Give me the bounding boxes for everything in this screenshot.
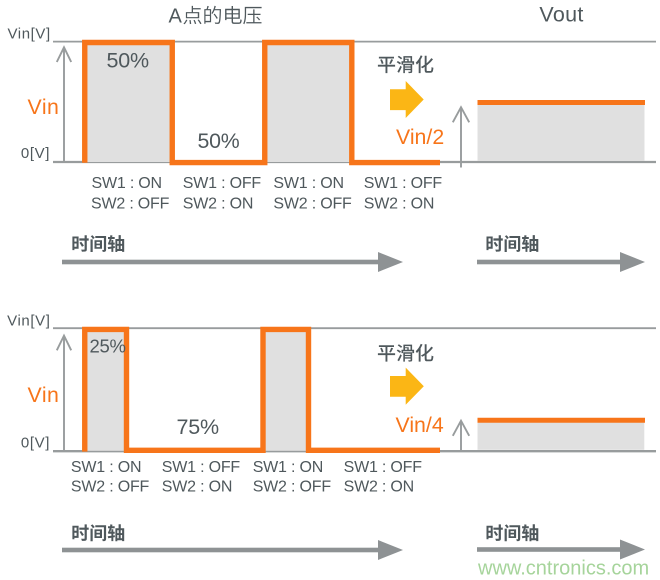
svg-text:Vin: Vin bbox=[28, 95, 60, 119]
svg-text:SW1 : ON: SW1 : ON bbox=[71, 459, 141, 476]
svg-text:SW1 : OFF: SW1 : OFF bbox=[183, 175, 262, 192]
svg-text:SW2 : ON: SW2 : ON bbox=[183, 195, 253, 212]
svg-text:SW1 : OFF: SW1 : OFF bbox=[162, 459, 241, 476]
svg-text:50%: 50% bbox=[198, 129, 240, 153]
svg-text:SW1 : OFF: SW1 : OFF bbox=[344, 459, 423, 476]
svg-text:www.cntronics.com: www.cntronics.com bbox=[477, 558, 649, 580]
svg-text:Vin[V]: Vin[V] bbox=[7, 26, 50, 43]
svg-text:Vin[V]: Vin[V] bbox=[7, 312, 50, 329]
svg-text:SW2 : OFF: SW2 : OFF bbox=[71, 478, 150, 495]
svg-text:SW2 : ON: SW2 : ON bbox=[344, 478, 414, 495]
svg-text:0[V]: 0[V] bbox=[21, 145, 50, 162]
svg-text:SW1 : ON: SW1 : ON bbox=[253, 459, 323, 476]
svg-text:SW2 : ON: SW2 : ON bbox=[162, 478, 232, 495]
svg-text:SW2 : OFF: SW2 : OFF bbox=[91, 195, 170, 212]
svg-text:25%: 25% bbox=[90, 335, 126, 356]
svg-text:SW1 : ON: SW1 : ON bbox=[273, 175, 343, 192]
svg-text:Vout: Vout bbox=[539, 3, 583, 27]
svg-text:SW2 : ON: SW2 : ON bbox=[364, 195, 434, 212]
svg-text:SW1 : ON: SW1 : ON bbox=[92, 175, 162, 192]
svg-text:50%: 50% bbox=[107, 49, 150, 73]
svg-text:A: A bbox=[169, 6, 183, 28]
svg-text:SW2 : OFF: SW2 : OFF bbox=[253, 478, 332, 495]
svg-text:Vin: Vin bbox=[28, 383, 60, 407]
svg-text:SW1 : OFF: SW1 : OFF bbox=[364, 175, 443, 192]
svg-text:Vin/4: Vin/4 bbox=[396, 413, 444, 437]
svg-text:75%: 75% bbox=[177, 415, 220, 439]
svg-text:SW2 : OFF: SW2 : OFF bbox=[273, 195, 352, 212]
svg-text:0[V]: 0[V] bbox=[21, 434, 50, 451]
svg-text:Vin/2: Vin/2 bbox=[396, 125, 444, 149]
